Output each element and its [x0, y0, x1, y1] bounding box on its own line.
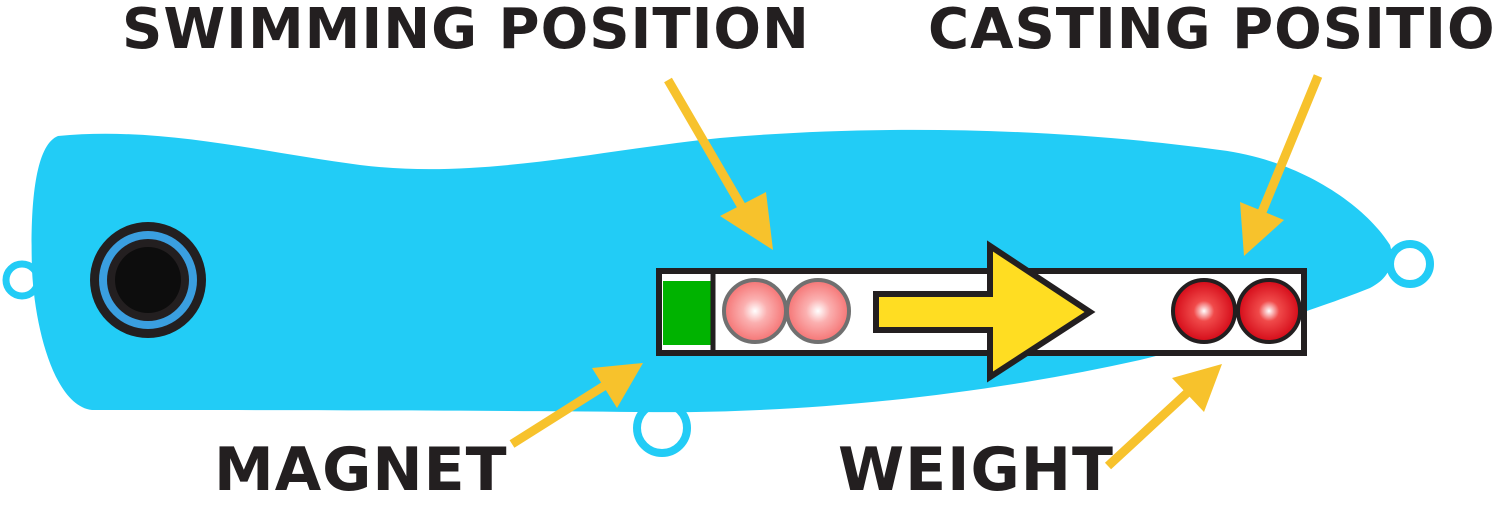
right-arrow-icon [873, 240, 1096, 383]
arrow-pointer-icon-casting [1240, 74, 1323, 256]
arrow-pointer-icon-magnet [509, 363, 643, 448]
eye-icon [90, 222, 206, 338]
arrow-pointer-icon-swimming [664, 77, 773, 250]
magnet [663, 281, 712, 345]
weight-swimming-1 [722, 278, 788, 344]
weight-casting-2 [1236, 278, 1302, 344]
ring-icon-nose [1386, 240, 1434, 288]
weight-casting-1 [1171, 278, 1237, 344]
label-swimming-position: SWIMMING POSITION [122, 0, 810, 62]
label-weight: WEIGHT [838, 435, 1114, 505]
arrow-pointer-icon-weight [1104, 364, 1222, 470]
label-magnet: MAGNET [214, 435, 508, 505]
label-casting-position: CASTING POSITION [928, 0, 1500, 62]
weight-swimming-2 [785, 278, 851, 344]
